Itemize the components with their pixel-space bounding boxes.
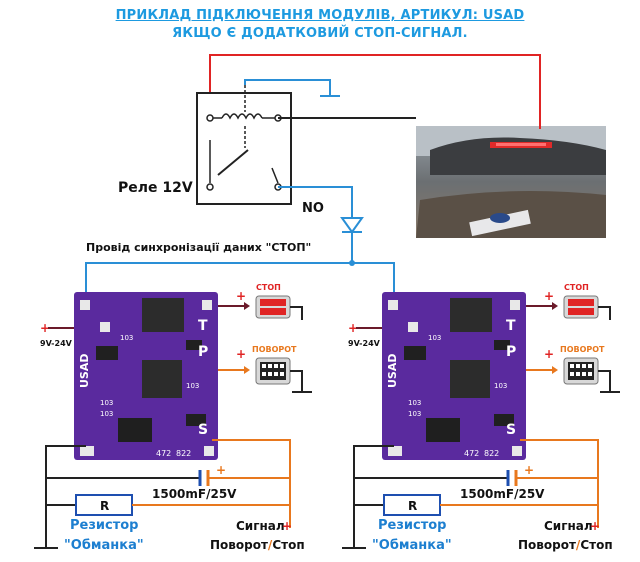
svg-text:T: T — [198, 318, 208, 334]
signal-type: Поворот/Стоп — [210, 538, 305, 552]
sync-wire — [85, 262, 395, 292]
car-photo — [416, 126, 606, 238]
svg-text:+: + — [544, 347, 554, 361]
svg-text:103: 103 — [100, 399, 113, 407]
module-left: + 9V-24V 103 103 103 103 472 822 USAD T … — [34, 283, 312, 553]
svg-text:103: 103 — [428, 334, 441, 342]
blue-wire-ground — [244, 79, 331, 96]
svg-text:103: 103 — [120, 334, 133, 342]
svg-text:103: 103 — [100, 410, 113, 418]
svg-text:103: 103 — [494, 382, 507, 390]
stop-lamp-label: СТОП — [256, 283, 281, 292]
relay — [196, 80, 292, 205]
resistor-name: Резистор — [70, 518, 139, 533]
relay-contact-label: NO — [302, 201, 324, 216]
svg-text:822: 822 — [176, 449, 191, 458]
sync-wire-label: Провід синхронізації даних "СТОП" — [86, 241, 311, 254]
svg-text:103: 103 — [408, 410, 421, 418]
svg-text:+: + — [590, 519, 600, 533]
red-wire-top — [209, 54, 541, 129]
svg-text:R: R — [100, 499, 109, 513]
svg-text:472: 472 — [156, 449, 171, 458]
signal-label: Сигнал — [544, 519, 593, 533]
svg-text:S: S — [506, 422, 516, 438]
plus-icon: + — [40, 321, 50, 335]
diode-icon — [340, 210, 364, 234]
capacitor-label: 1500mF/25V — [460, 487, 545, 501]
relay-label: Реле 12V — [118, 180, 193, 196]
svg-text:P: P — [506, 344, 516, 360]
page-subtitle: ЯКЩО Є ДОДАТКОВИЙ СТОП-СИГНАЛ. — [172, 26, 468, 41]
svg-text:+: + — [544, 289, 554, 303]
power-label: 9V-24V — [348, 339, 381, 348]
svg-text:472: 472 — [464, 449, 479, 458]
blue-wire-no — [278, 186, 353, 210]
resistor-subtitle: "Обманка" — [64, 538, 144, 553]
board-name: USAD — [78, 354, 91, 389]
signal-label: Сигнал — [236, 519, 285, 533]
svg-text:R: R — [408, 499, 417, 513]
svg-text:103: 103 — [408, 399, 421, 407]
signal-type: Поворот/Стоп — [518, 538, 613, 552]
svg-text:+: + — [524, 463, 534, 477]
svg-text:103: 103 — [186, 382, 199, 390]
stop-lamp-label: СТОП — [564, 283, 589, 292]
module-right: + 9V-24V 103 103 103 103 472 822 USAD T … — [342, 283, 620, 553]
svg-text:+: + — [236, 289, 246, 303]
svg-text:+: + — [216, 463, 226, 477]
svg-text:P: P — [198, 344, 208, 360]
board-name: USAD — [386, 354, 399, 389]
svg-text:822: 822 — [484, 449, 499, 458]
turn-lamp-label: ПОВОРОТ — [560, 345, 605, 354]
resistor-subtitle: "Обманка" — [372, 538, 452, 553]
page-title: ПРИКЛАД ПІДКЛЮЧЕННЯ МОДУЛІВ, АРТИКУЛ: US… — [115, 8, 525, 23]
plus-icon: + — [348, 321, 358, 335]
capacitor-label: 1500mF/25V — [152, 487, 237, 501]
turn-lamp-label: ПОВОРОТ — [252, 345, 297, 354]
resistor-name: Резистор — [378, 518, 447, 533]
svg-text:+: + — [282, 519, 292, 533]
svg-text:T: T — [506, 318, 516, 334]
svg-text:+: + — [236, 347, 246, 361]
power-label: 9V-24V — [40, 339, 73, 348]
svg-text:S: S — [198, 422, 208, 438]
